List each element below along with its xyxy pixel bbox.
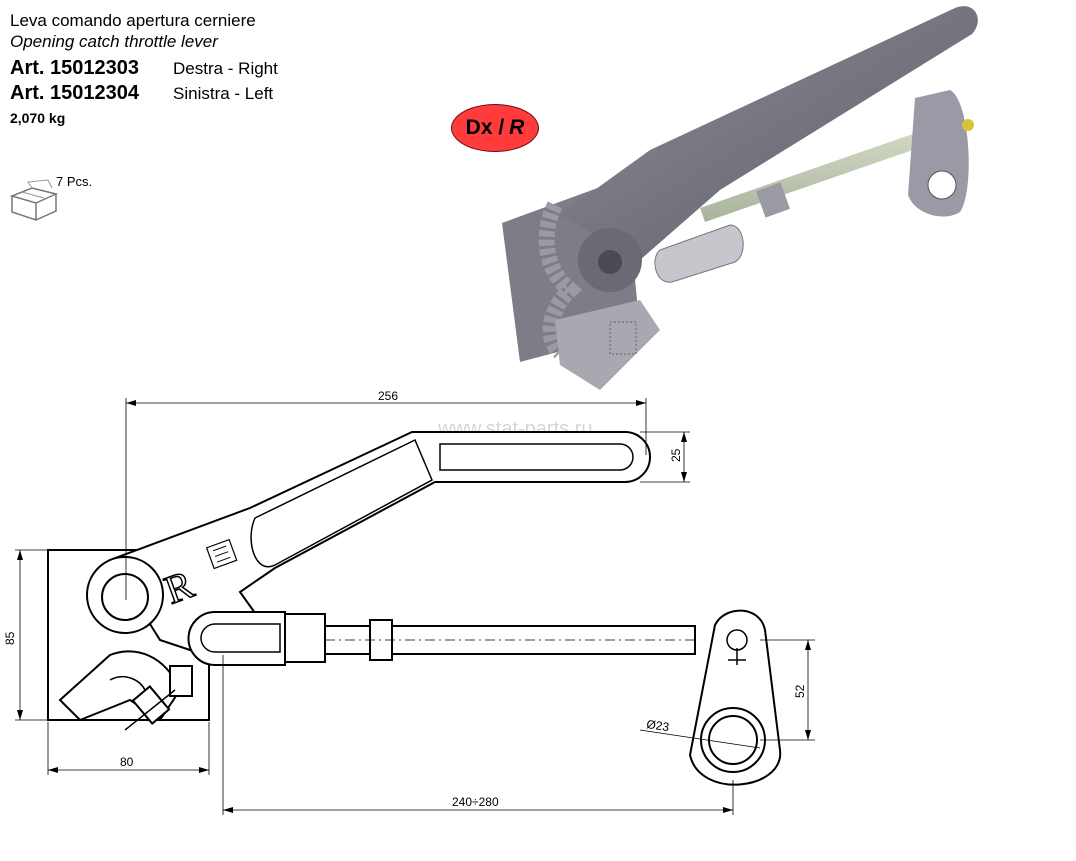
render-clevis: [654, 224, 744, 283]
render-weld: [538, 201, 583, 359]
badge-dx: Dx /: [465, 116, 505, 139]
bolt-nut-upper: [169, 665, 193, 697]
render-wedge: [555, 300, 660, 390]
handle-slot: [439, 443, 634, 471]
box-icon: [9, 179, 59, 222]
title-english: Opening catch throttle lever: [10, 32, 218, 52]
pivot-boss: [86, 556, 164, 634]
badge-r: R: [509, 116, 525, 139]
article-side-right: Destra - Right: [173, 58, 278, 78]
end-plate-hole: [700, 707, 766, 773]
dim-hole-diameter: Ø23: [646, 717, 671, 734]
dim-handle-width: 25: [669, 448, 683, 462]
bolt-nut-lower: [131, 685, 171, 725]
article-side-left: Sinistra - Left: [173, 83, 274, 103]
render-lever-arm: [560, 6, 978, 261]
lever-body: [108, 431, 651, 662]
clevis-block: [284, 613, 326, 663]
dim-height: 85: [3, 631, 17, 645]
title-italian: Leva comando apertura cerniere: [10, 11, 256, 30]
article-right: Art. 15012303 Destra - Right: [10, 56, 278, 81]
package-info: 7 Pcs.: [8, 172, 108, 222]
dim-total-length: 256: [378, 389, 398, 403]
render-nut: [755, 182, 791, 218]
article-code-right: Art. 15012303: [10, 56, 139, 79]
side-badge: Dx / R: [451, 104, 539, 152]
article-code-left: Art. 15012304: [10, 81, 139, 104]
header: Leva comando apertura cerniere Opening c…: [10, 10, 278, 127]
render-wing-nut: [962, 119, 974, 131]
handle-grip: [250, 438, 433, 568]
package-quantity: 7 Pcs.: [56, 174, 93, 189]
weight-label: 2,070 kg: [10, 109, 66, 126]
dim-rod-length: 240÷280: [452, 795, 499, 809]
clevis: [187, 611, 286, 666]
dim-base-width: 80: [120, 755, 134, 769]
render-spring: [609, 321, 637, 355]
article-left: Art. 15012304 Sinistra - Left: [10, 81, 278, 106]
dim-plate-height: 52: [793, 684, 807, 698]
logo-icon: [205, 538, 238, 570]
pivot-hole: [101, 573, 149, 621]
